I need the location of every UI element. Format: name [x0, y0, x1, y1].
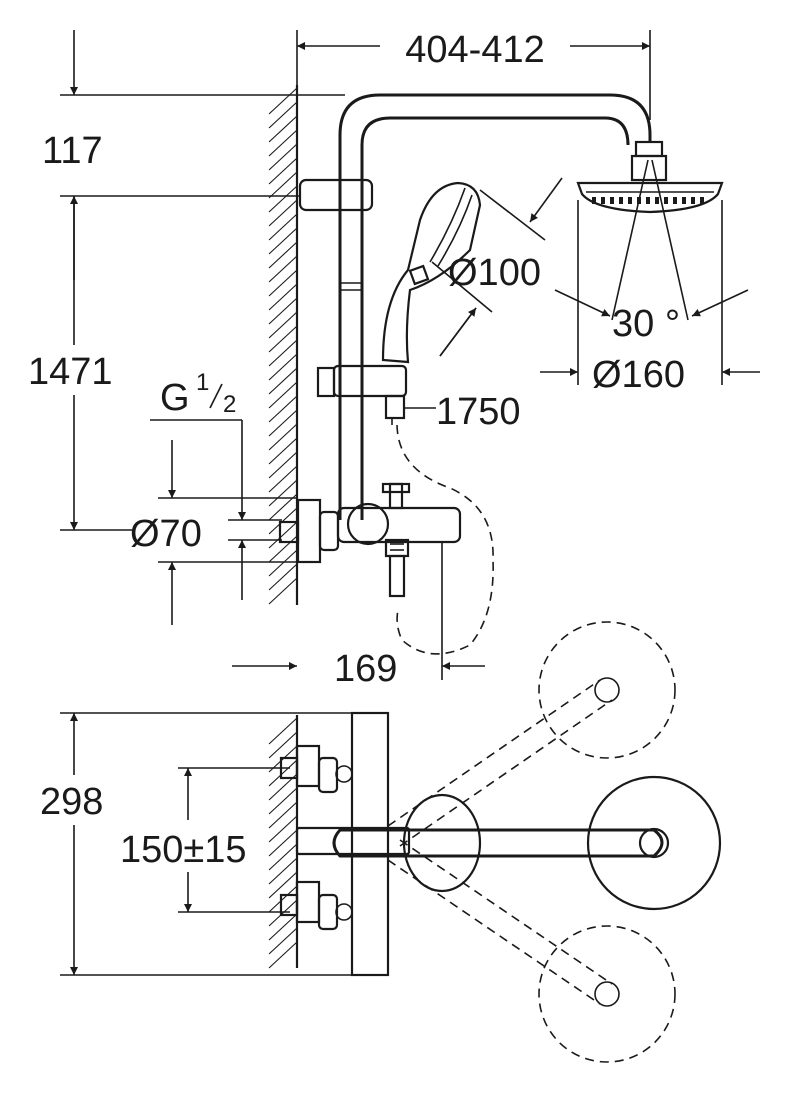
wall-hatch-line	[268, 549, 298, 577]
label-spout-projection: 169	[334, 648, 397, 690]
head-shower-nozzle	[601, 197, 605, 204]
wall-hatch-line	[268, 129, 298, 157]
wall-hatch-line	[268, 101, 298, 129]
wall-hatch-line	[268, 717, 298, 745]
wall-plan-view	[268, 715, 299, 969]
label-thread-sub: 2	[223, 391, 236, 418]
wall-hatch-line	[268, 521, 298, 549]
wall-hatch-line	[268, 241, 298, 269]
wall-hatch-line	[268, 283, 298, 311]
label-depth-plan: 298	[40, 781, 103, 823]
wall-hatch-line	[268, 423, 298, 451]
label-hose-length: 1750	[436, 391, 521, 433]
wall-hatch-line	[268, 479, 298, 507]
wall-hatch-line	[268, 465, 298, 493]
wall-hatch-line	[268, 325, 298, 353]
wall-hatch-line	[268, 759, 298, 787]
shower-arm	[338, 93, 664, 180]
wall-hatch-line	[268, 535, 298, 563]
head-shower-nozzle	[664, 197, 668, 204]
wall-hatch-line	[268, 451, 298, 479]
riser-rail	[298, 178, 374, 520]
label-hand-shower-diameter: Ø100	[448, 252, 541, 294]
wall-hatch-line	[268, 199, 298, 227]
label-height-top: 117	[42, 130, 103, 172]
wall-front-view	[268, 85, 299, 605]
wall-hatch-line	[268, 353, 298, 381]
head-shower-nozzle	[619, 197, 623, 204]
hand-shower	[381, 181, 482, 364]
wall-hatch-line	[268, 297, 298, 325]
thermostat-mixer	[278, 482, 462, 598]
wall-hatch-line	[268, 339, 298, 367]
head-shower-nozzle	[655, 197, 659, 204]
wall-hatch-line	[268, 171, 298, 199]
wall-hatch-line	[268, 437, 298, 465]
head-shower-nozzle	[682, 197, 686, 204]
wall-hatch-line	[268, 801, 298, 829]
dimension-labels: 404-412 117 1471 G 1 2 Ø70 Ø100 30 ° Ø16…	[28, 29, 685, 871]
wall-hatch-line	[268, 381, 298, 409]
wall-hatch-line	[268, 857, 298, 885]
wall-hatch-line	[268, 941, 298, 969]
wall-hatch-line	[268, 731, 298, 759]
shower-hose	[396, 424, 494, 655]
head-shower-nozzle	[592, 197, 596, 204]
wall-hatch-line	[268, 311, 298, 339]
wall-hatch-line	[268, 563, 298, 591]
wall-hatch-line	[268, 115, 298, 143]
wall-hatch-line	[268, 871, 298, 899]
rail-and-arm-plan-view	[332, 621, 722, 1063]
wall-hatch-line	[268, 829, 298, 857]
head-shower-nozzle	[628, 197, 632, 204]
wall-hatch-line	[268, 227, 298, 255]
wall-hatch-line	[268, 395, 298, 423]
wall-hatch-line	[268, 787, 298, 815]
dimension-lines-plan	[60, 712, 352, 976]
wall-hatch-line	[268, 255, 298, 283]
wall-hatch-line	[268, 899, 298, 927]
label-width-top: 404-412	[405, 29, 544, 71]
label-cover-diameter: Ø70	[130, 513, 202, 555]
head-shower-nozzle	[691, 197, 695, 204]
label-height-bar: 1471	[28, 351, 113, 393]
head-shower-nozzle	[673, 197, 677, 204]
mixer-plan-view	[279, 711, 411, 977]
wall-hatch-line	[268, 185, 298, 213]
wall-hatch-line	[268, 815, 298, 843]
wall-hatch-line	[268, 913, 298, 941]
head-shower-nozzle	[700, 197, 704, 204]
head-shower-nozzle	[646, 197, 650, 204]
label-head-shower-angle: 30 °	[612, 303, 680, 345]
wall-hatch-line	[268, 367, 298, 395]
label-thread-sup: 1	[196, 369, 209, 396]
label-inlet-spacing: 150±15	[120, 829, 247, 871]
wall-hatch-line	[268, 87, 298, 115]
wall-hatch-line	[268, 409, 298, 437]
wall-hatch-line	[268, 843, 298, 871]
wall-hatch-line	[268, 143, 298, 171]
wall-hatch-line	[268, 269, 298, 297]
wall-hatch-line	[268, 213, 298, 241]
wall-hatch-line	[268, 577, 298, 605]
dimension-lines-front	[60, 30, 760, 680]
label-head-shower-diameter: Ø160	[592, 354, 685, 396]
label-thread: G	[160, 377, 190, 419]
shower-holder-slider	[316, 364, 408, 425]
head-shower-nozzle	[610, 197, 614, 204]
wall-hatch-line	[268, 157, 298, 185]
wall-hatch-line	[268, 927, 298, 955]
head-shower	[576, 154, 724, 321]
wall-hatch-line	[268, 885, 298, 913]
